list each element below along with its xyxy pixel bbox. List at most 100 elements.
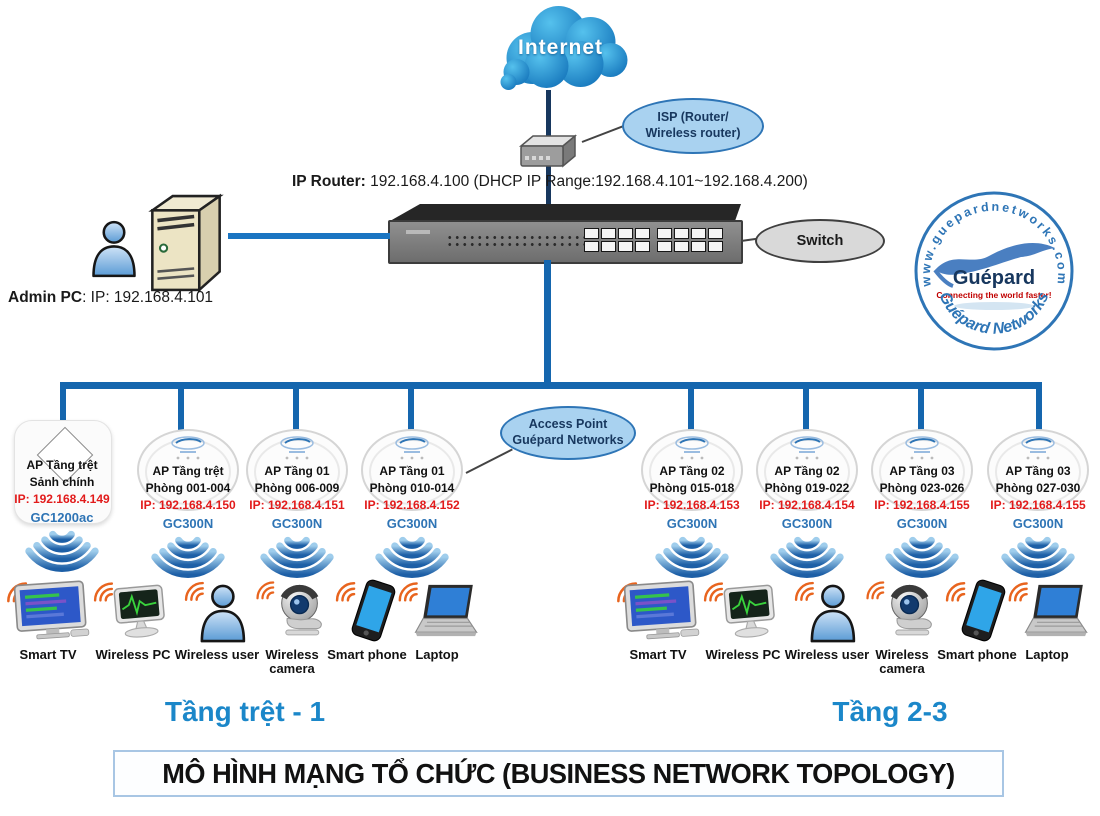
switch-device — [388, 204, 743, 264]
link-adminpc-switch — [228, 233, 390, 239]
device-label: Wireless PC — [705, 647, 781, 662]
switch-top-face — [390, 204, 741, 221]
device-wireless-camera: Wireless camera — [856, 574, 948, 678]
device-label: Wireless PC — [95, 647, 171, 662]
diagram-title: MÔ HÌNH MẠNG TỔ CHỨC (BUSINESS NETWORK T… — [162, 757, 955, 789]
device-label: Smart phone — [327, 647, 407, 662]
cloud-icon — [500, 6, 628, 90]
ip-router-label: IP Router: — [292, 173, 366, 190]
ap4-model: GC300N — [386, 516, 438, 531]
ap5-line2: Phòng 015-018 — [649, 481, 735, 495]
switch-brand-mark — [406, 230, 430, 234]
ap3-line1: AP Tầng 01 — [264, 464, 330, 478]
ap6-model: GC300N — [781, 516, 833, 531]
device-label: Wireless camera — [265, 647, 319, 677]
ap4-line1: AP Tầng 01 — [379, 464, 445, 478]
access-point-1: AP Tầng trệt Sảnh chính IP: 192.168.4.14… — [4, 420, 120, 580]
ap8-model: GC300N — [1012, 516, 1064, 531]
ap5-model: GC300N — [666, 516, 718, 531]
ap-callout: Access Point Guépard Networks — [500, 406, 636, 460]
switch-port-group — [657, 228, 723, 252]
ap8-ip: IP: 192.168.4.155 — [990, 498, 1086, 512]
logo-tagline: Connecting the world faster! — [936, 290, 1051, 300]
device-wireless-user: Wireless user — [781, 574, 873, 678]
laptop-icon — [1008, 582, 1088, 637]
access-point-4: AP Tầng 01 Phòng 010-014 IP: 192.168.4.1… — [354, 420, 470, 580]
wireless-pc-icon — [93, 582, 167, 640]
drop-ap4 — [408, 382, 414, 434]
smart-tv-icon — [617, 579, 700, 642]
link-router-switch — [546, 165, 551, 207]
link-switch-trunk — [544, 260, 551, 385]
ap1-ip: IP: 192.168.4.149 — [14, 492, 110, 506]
drop-ap3 — [293, 382, 299, 434]
device-smart-tv: Smart TV — [612, 574, 704, 678]
isp-router-icon — [515, 132, 581, 172]
ap2-line1: AP Tầng trệt — [152, 464, 224, 478]
ap4-ip: IP: 192.168.4.152 — [364, 498, 460, 512]
device-label: Wireless camera — [875, 647, 929, 677]
admin-pc-label: Admin PC — [8, 289, 83, 306]
device-wireless-user: Wireless user — [171, 574, 263, 678]
section-label-right: Tầng 2-3 — [832, 696, 948, 727]
isp-callout-line2: Wireless router) — [645, 126, 741, 140]
device-wireless-camera: Wireless camera — [246, 574, 338, 678]
drop-ap8 — [1036, 382, 1042, 434]
device-label: Smart TV — [19, 647, 77, 662]
laptop-icon — [398, 582, 478, 637]
diagram-title-box: MÔ HÌNH MẠNG TỔ CHỨC (BUSINESS NETWORK T… — [113, 750, 1004, 797]
ap5-line1: AP Tầng 02 — [659, 464, 725, 478]
wifi-coverage-icon — [18, 528, 106, 578]
ap2-line2: Phòng 001-004 — [145, 481, 231, 495]
drop-ap7 — [918, 382, 924, 434]
switch-port-group — [584, 228, 650, 252]
guepard-logo: www.guepardnetworks.com Guépard Connecti… — [914, 191, 1074, 351]
ap7-line1: AP Tầng 03 — [889, 464, 955, 478]
ip-router-value: 192.168.4.100 (DHCP IP Range:192.168.4.1… — [365, 173, 808, 190]
device-wireless-pc: Wireless PC — [87, 574, 179, 678]
switch-callout: Switch — [755, 219, 885, 263]
switch-callout-label: Switch — [796, 232, 844, 249]
logo-name: Guépard — [953, 267, 1035, 289]
device-label: Laptop — [1025, 647, 1069, 662]
admin-tower-icon — [140, 192, 232, 294]
ap6-line2: Phòng 019-022 — [764, 481, 850, 495]
device-label: Laptop — [415, 647, 459, 662]
admin-pc-ip: : IP: 192.168.4.101 — [82, 289, 214, 306]
admin-pc-text: Admin PC: IP: 192.168.4.101 — [8, 289, 213, 307]
switch-ports — [584, 228, 723, 252]
ap2-model: GC300N — [162, 516, 214, 531]
smart-tv-icon — [7, 579, 90, 642]
ap5-ip: IP: 192.168.4.153 — [644, 498, 740, 512]
access-point-5: AP Tầng 02 Phòng 015-018 IP: 192.168.4.1… — [634, 420, 750, 580]
access-point-8: AP Tầng 03 Phòng 027-030 IP: 192.168.4.1… — [980, 420, 1096, 580]
access-point-2: AP Tầng trệt Phòng 001-004 IP: 192.168.4… — [130, 420, 246, 580]
ap8-line2: Phòng 027-030 — [995, 481, 1081, 495]
ap3-ip: IP: 192.168.4.151 — [249, 498, 345, 512]
isp-callout: ISP (Router/ Wireless router) — [622, 98, 764, 154]
switch-front-face — [388, 220, 743, 264]
ap-device-square — [14, 420, 112, 524]
isp-callout-line1: ISP (Router/ — [657, 110, 729, 125]
device-label: Smart TV — [629, 647, 687, 662]
internet-label: Internet — [517, 36, 603, 59]
drop-ap6 — [803, 382, 809, 434]
device-laptop: Laptop — [391, 574, 483, 678]
device-wireless-pc: Wireless PC — [697, 574, 789, 678]
ap3-line2: Phòng 006-009 — [254, 481, 340, 495]
ap7-line2: Phòng 023-026 — [879, 481, 965, 495]
ap2-ip: IP: 192.168.4.150 — [140, 498, 236, 512]
access-point-7: AP Tầng 03 Phòng 023-026 IP: 192.168.4.1… — [864, 420, 980, 580]
device-smart-phone: Smart phone — [321, 574, 413, 678]
device-label: Wireless user — [174, 647, 260, 662]
ap-callout-line2: Guépard Networks — [512, 433, 624, 447]
link-cloud-router — [546, 90, 551, 140]
access-point-6: AP Tầng 02 Phòng 019-022 IP: 192.168.4.1… — [749, 420, 865, 580]
cheetah-graphic — [935, 242, 1055, 275]
device-label: Wireless user — [784, 647, 870, 662]
ap6-line1: AP Tầng 02 — [774, 464, 840, 478]
ap8-line1: AP Tầng 03 — [1005, 464, 1071, 478]
drop-ap1 — [60, 382, 66, 430]
ap1-model: GC1200ac — [30, 510, 94, 525]
